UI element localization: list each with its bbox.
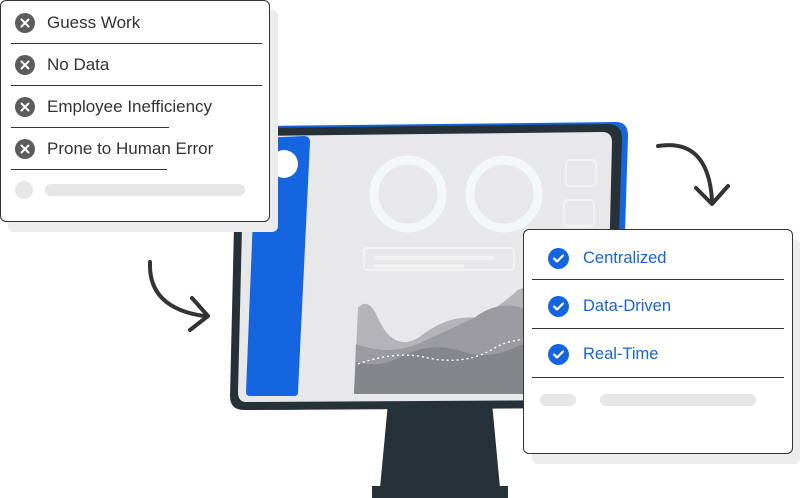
divider xyxy=(532,279,784,281)
solution-label: Real-Time xyxy=(583,345,659,363)
monitor-illustration xyxy=(230,122,628,410)
problem-label: Guess Work xyxy=(47,13,141,32)
solution-item: Real-Time xyxy=(548,344,658,365)
placeholder-bar xyxy=(540,394,576,406)
curved-arrow-icon xyxy=(147,260,210,332)
problem-item: Employee Inefficiency xyxy=(15,97,212,117)
divider xyxy=(532,328,784,330)
solutions-card: Centralized Data-Driven Real-Time xyxy=(523,229,793,454)
divider xyxy=(11,85,262,87)
problem-item: No Data xyxy=(15,55,109,75)
x-circle-icon xyxy=(15,13,35,33)
problem-label: Employee Inefficiency xyxy=(47,97,213,116)
solution-label: Data-Driven xyxy=(583,297,672,315)
divider xyxy=(11,127,169,129)
x-circle-icon xyxy=(15,97,35,117)
divider xyxy=(11,169,167,171)
curved-arrow-icon xyxy=(656,143,730,206)
x-circle-icon xyxy=(15,139,35,159)
solution-item: Data-Driven xyxy=(548,296,671,317)
problem-item: Guess Work xyxy=(15,13,140,33)
problems-card: Guess Work No Data Employee Inefficiency… xyxy=(0,0,270,222)
placeholder-dot xyxy=(15,181,33,199)
divider xyxy=(11,43,262,45)
solution-item: Centralized xyxy=(548,248,666,269)
placeholder-bar xyxy=(45,184,245,196)
problem-item: Prone to Human Error xyxy=(15,139,213,159)
check-circle-icon xyxy=(548,248,569,269)
check-circle-icon xyxy=(548,296,569,317)
problem-label: Prone to Human Error xyxy=(47,139,214,158)
check-circle-icon xyxy=(548,344,569,365)
problem-label: No Data xyxy=(47,55,110,74)
placeholder-bar xyxy=(600,394,756,406)
x-circle-icon xyxy=(15,55,35,75)
solution-label: Centralized xyxy=(583,249,667,267)
divider xyxy=(532,377,784,379)
